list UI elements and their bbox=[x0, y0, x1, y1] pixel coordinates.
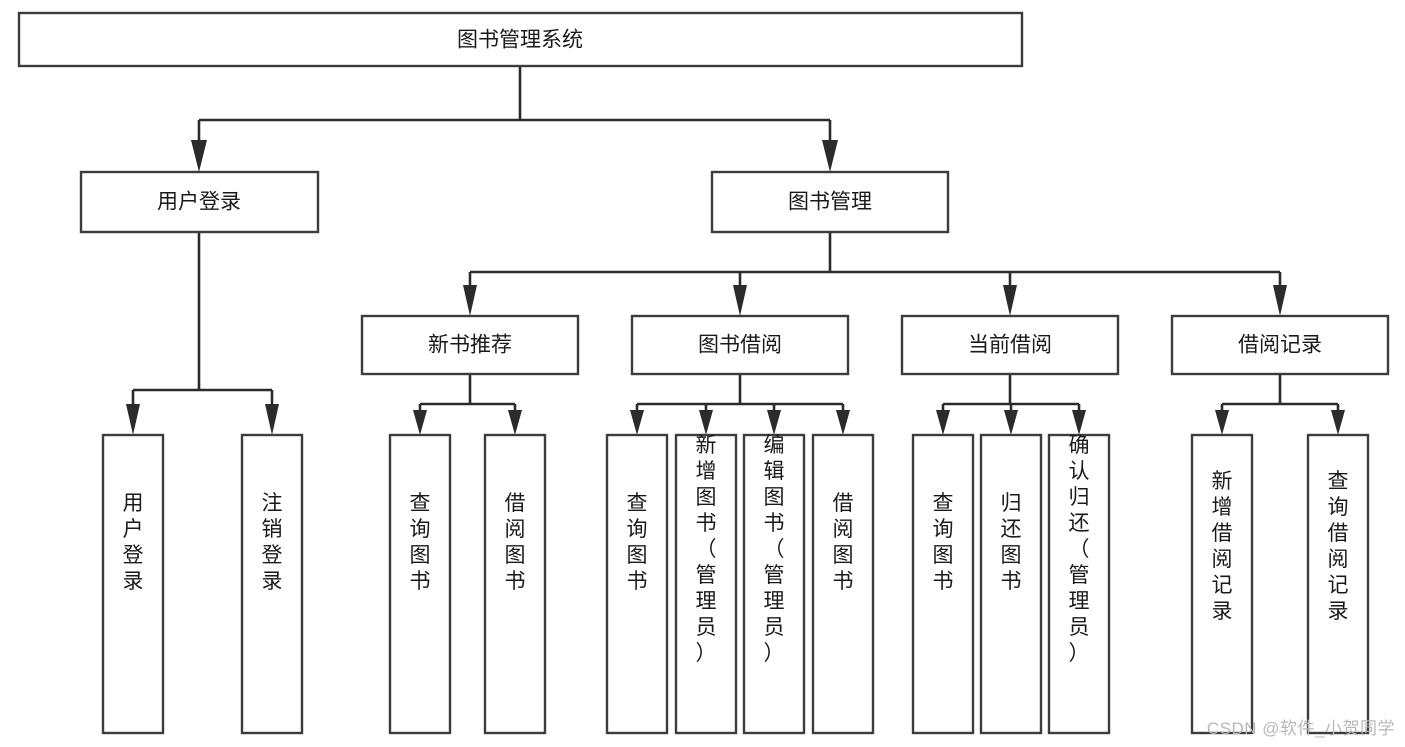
node-leaf-7[interactable]: 编辑图书（管理员） bbox=[742, 433, 806, 735]
node-current-borrow[interactable]: 当前借阅 bbox=[900, 314, 1120, 376]
node-leaf-8-box[interactable] bbox=[811, 433, 875, 735]
node-leaf-4-box[interactable] bbox=[483, 433, 547, 735]
node-leaf-9-box[interactable] bbox=[911, 433, 975, 735]
node-leaf-12-box[interactable] bbox=[1190, 433, 1254, 735]
node-leaf-7-label: 编辑图书（管理员） bbox=[764, 434, 785, 665]
node-leaf-4-label: 借阅图书 bbox=[505, 492, 526, 593]
node-book-borrow-label: 图书借阅 bbox=[698, 334, 782, 357]
node-user-login[interactable]: 用户登录 bbox=[79, 170, 320, 234]
arrowhead-leaf-10 bbox=[1004, 410, 1018, 435]
node-leaf-11-box[interactable] bbox=[1047, 433, 1111, 735]
node-user-login-label: 用户登录 bbox=[157, 191, 241, 214]
node-leaf-13-box[interactable] bbox=[1306, 433, 1370, 735]
arrowhead-leaf-9 bbox=[936, 410, 950, 435]
node-leaf-9[interactable]: 查询图书 bbox=[911, 433, 975, 735]
node-leaf-11-label: 确认归还（管理员） bbox=[1069, 434, 1090, 665]
node-leaf-8[interactable]: 借阅图书 bbox=[811, 433, 875, 735]
arrowhead-leaf-8 bbox=[836, 410, 850, 435]
node-leaf-1-box[interactable] bbox=[101, 433, 165, 735]
node-root-label: 图书管理系统 bbox=[457, 29, 583, 52]
node-borrow-record-label: 借阅记录 bbox=[1238, 334, 1322, 357]
node-new-book-rec-label: 新书推荐 bbox=[428, 334, 512, 357]
arrowhead-new-book-rec bbox=[463, 285, 477, 316]
arrowhead-leaf-4 bbox=[508, 410, 522, 435]
node-user-login-box[interactable] bbox=[79, 170, 320, 234]
node-current-borrow-box[interactable] bbox=[900, 314, 1120, 376]
node-leaf-2-label: 注销登录 bbox=[262, 492, 283, 593]
node-leaf-11[interactable]: 确认归还（管理员） bbox=[1047, 433, 1111, 735]
node-leaf-5-label: 查询图书 bbox=[627, 492, 648, 593]
arrowhead-book-manage bbox=[822, 140, 838, 172]
node-leaf-12[interactable]: 新增借阅记录 bbox=[1190, 433, 1254, 735]
node-new-book-rec[interactable]: 新书推荐 bbox=[360, 314, 580, 376]
node-leaf-13-label: 查询借阅记录 bbox=[1328, 470, 1349, 623]
node-leaf-12-label: 新增借阅记录 bbox=[1212, 470, 1233, 623]
node-root[interactable]: 图书管理系统 bbox=[17, 11, 1024, 68]
arrowhead-borrow-record bbox=[1273, 285, 1287, 316]
arrowhead-leaf-5 bbox=[630, 410, 644, 435]
arrowhead-user-login bbox=[191, 140, 207, 172]
node-current-borrow-label: 当前借阅 bbox=[968, 334, 1052, 357]
node-leaf-4[interactable]: 借阅图书 bbox=[483, 433, 547, 735]
arrowhead-leaf-12 bbox=[1215, 410, 1229, 435]
node-leaf-13[interactable]: 查询借阅记录 bbox=[1306, 433, 1370, 735]
node-leaf-7-box[interactable] bbox=[742, 433, 806, 735]
arrowhead-current-borrow bbox=[1003, 285, 1017, 316]
node-leaf-9-label: 查询图书 bbox=[933, 492, 954, 593]
node-leaf-6-box[interactable] bbox=[674, 433, 738, 735]
node-borrow-record[interactable]: 借阅记录 bbox=[1170, 314, 1390, 376]
node-book-manage-label: 图书管理 bbox=[788, 191, 872, 214]
node-leaf-6[interactable]: 新增图书（管理员） bbox=[674, 433, 738, 735]
arrowhead-book-borrow bbox=[733, 285, 747, 316]
node-leaf-10-box[interactable] bbox=[979, 433, 1043, 735]
node-leaf-10-label: 归还图书 bbox=[1001, 492, 1022, 593]
node-leaf-2[interactable]: 注销登录 bbox=[240, 433, 304, 735]
node-leaf-10[interactable]: 归还图书 bbox=[979, 433, 1043, 735]
node-leaf-1-label: 用户登录 bbox=[123, 492, 144, 593]
node-root-box[interactable] bbox=[17, 11, 1024, 68]
node-book-manage-box[interactable] bbox=[710, 170, 950, 234]
node-leaf-5[interactable]: 查询图书 bbox=[605, 433, 669, 735]
arrowhead-leaf-6 bbox=[699, 410, 713, 435]
node-borrow-record-box[interactable] bbox=[1170, 314, 1390, 376]
arrowhead-leaf-11 bbox=[1072, 410, 1086, 435]
node-leaf-5-box[interactable] bbox=[605, 433, 669, 735]
node-book-manage[interactable]: 图书管理 bbox=[710, 170, 950, 234]
node-leaf-2-box[interactable] bbox=[240, 433, 304, 735]
arrowhead-leaf-2 bbox=[265, 404, 279, 435]
node-leaf-8-label: 借阅图书 bbox=[833, 492, 854, 593]
arrowhead-leaf-3 bbox=[413, 410, 427, 435]
node-leaf-3-box[interactable] bbox=[388, 433, 452, 735]
node-leaf-3-label: 查询图书 bbox=[410, 492, 431, 593]
arrowhead-leaf-1 bbox=[126, 404, 140, 435]
connector-layer bbox=[126, 66, 1345, 435]
node-book-borrow-box[interactable] bbox=[630, 314, 850, 376]
node-leaf-6-label: 新增图书（管理员） bbox=[696, 434, 717, 665]
arrowhead-leaf-13 bbox=[1331, 410, 1345, 435]
node-leaf-3[interactable]: 查询图书 bbox=[388, 433, 452, 735]
node-new-book-rec-box[interactable] bbox=[360, 314, 580, 376]
node-book-borrow[interactable]: 图书借阅 bbox=[630, 314, 850, 376]
node-leaf-1[interactable]: 用户登录 bbox=[101, 433, 165, 735]
arrowhead-leaf-7 bbox=[767, 410, 781, 435]
